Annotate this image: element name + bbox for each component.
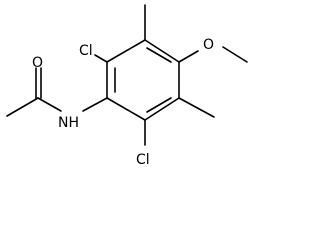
ring-bond-5 xyxy=(144,97,180,121)
bond-carbonyl-nh xyxy=(37,97,62,112)
bond-nh-ring xyxy=(82,97,108,112)
ring-double-2 xyxy=(146,47,172,63)
atom-label-o-carbonyl: O xyxy=(32,55,43,71)
atom-label-nh: NH xyxy=(58,115,79,131)
bond-ring-methoxy-o xyxy=(178,50,199,63)
molecule-structure: O NH Cl Cl O xyxy=(6,4,248,168)
ring-bond-2 xyxy=(106,39,146,63)
ring-bond-3 xyxy=(144,39,180,63)
atom-labels: O NH Cl Cl O xyxy=(32,37,214,168)
atom-label-cl-bottom: Cl xyxy=(136,152,150,168)
bond-methoxy-methyl xyxy=(222,46,248,63)
bond-methyl-carbonyl xyxy=(6,97,39,117)
atom-label-o-methoxy: O xyxy=(203,37,214,53)
bond-ring-cl-top xyxy=(94,54,108,63)
atom-label-cl-top: Cl xyxy=(79,43,93,59)
bond-lines xyxy=(6,4,248,146)
bond-ring-methyl-right xyxy=(178,97,215,118)
ring-bond-6 xyxy=(106,97,146,121)
ring-double-3 xyxy=(146,97,172,113)
